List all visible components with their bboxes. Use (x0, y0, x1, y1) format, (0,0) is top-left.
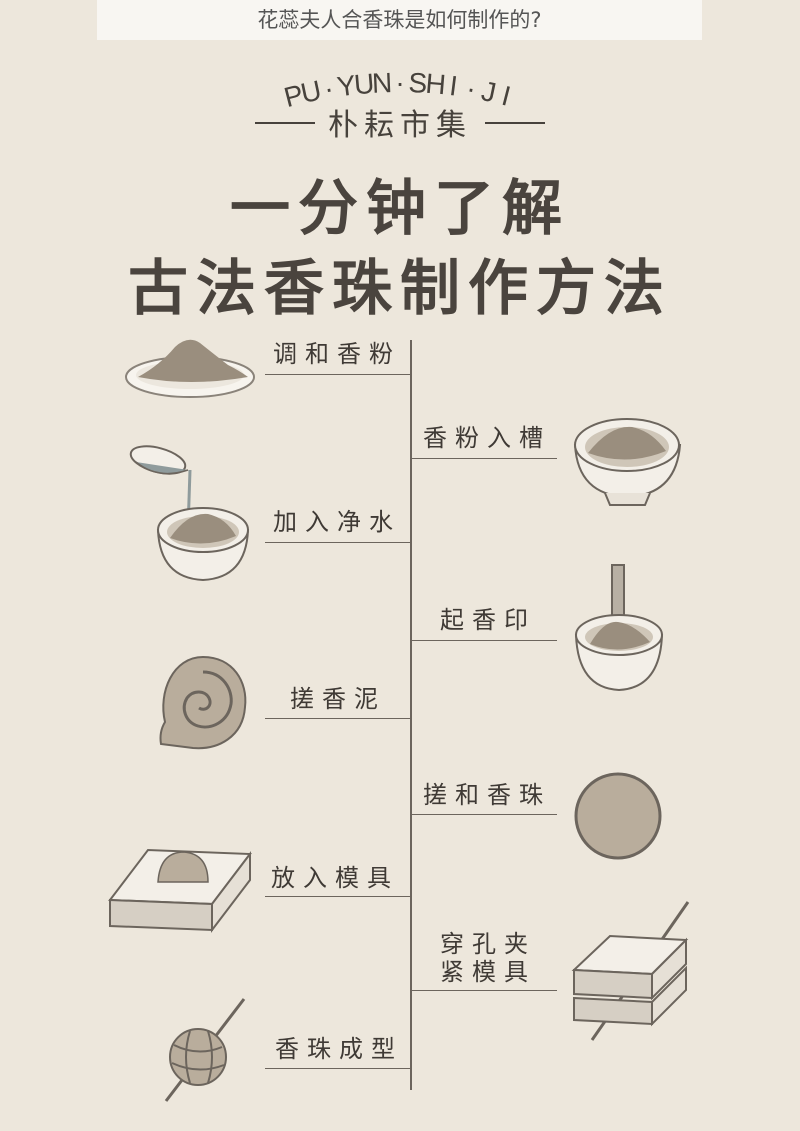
headline-line1: 一分钟了解 (230, 174, 570, 244)
step-add-water-label: 加入净水 (273, 508, 401, 536)
paste-spiral-illustration (159, 655, 247, 750)
brand-latin-letter: N (371, 67, 393, 99)
step-clamp-mold-label-2: 紧模具 (440, 958, 536, 986)
step-press-seal-label: 起香印 (440, 606, 536, 634)
trough-bowl-illustration (573, 418, 682, 506)
finished-bead-illustration (164, 998, 246, 1102)
headline-line2: 古法香珠制作方法 (128, 254, 672, 324)
brand-latin-letter: U (353, 68, 376, 101)
brand-divider-left (255, 122, 315, 124)
brand-latin-letter: S (408, 67, 428, 99)
step-clamp-mold-line (411, 990, 557, 991)
step-roll-bead-line (411, 814, 557, 815)
mold-illustration (108, 848, 252, 933)
step-clamp-mold-label-1: 穿孔夹 (440, 930, 536, 958)
step-bead-formed-label: 香珠成型 (275, 1035, 403, 1063)
brand-latin-letter: J (479, 75, 499, 108)
step-mix-powder-line (265, 374, 411, 375)
add-water-illustration (129, 445, 250, 582)
bead-ball-illustration (574, 772, 662, 860)
brand-divider-right (485, 122, 545, 124)
brand-latin-letter: I (448, 70, 460, 102)
page-title-bar: 花蕊夫人合香珠是如何制作的? (97, 0, 702, 40)
powder-plate-illustration (125, 339, 255, 398)
step-into-mold-line (265, 896, 411, 897)
step-knead-paste-line (265, 718, 411, 719)
page-title: 花蕊夫人合香珠是如何制作的? (257, 8, 542, 32)
brand-latin-letter: · (395, 67, 404, 98)
brand-latin-letter: Y (335, 69, 358, 102)
brand-latin-letter: H (424, 68, 447, 101)
clamp-mold-illustration (571, 901, 690, 1041)
step-add-water-line (265, 542, 411, 543)
step-into-mold-label: 放入模具 (271, 864, 399, 892)
step-roll-bead-label: 搓和香珠 (423, 781, 551, 809)
step-bead-formed-line (265, 1068, 411, 1069)
step-powder-trough-label: 香粉入槽 (423, 424, 551, 452)
step-press-seal-line (411, 640, 557, 641)
press-seal-illustration (574, 564, 664, 692)
step-knead-paste-label: 搓香泥 (290, 685, 386, 713)
timeline-spine (410, 340, 412, 1090)
step-mix-powder-label: 调和香粉 (273, 340, 401, 368)
step-powder-trough-line (411, 458, 557, 459)
brand-name: 朴耘市集 (328, 108, 472, 143)
